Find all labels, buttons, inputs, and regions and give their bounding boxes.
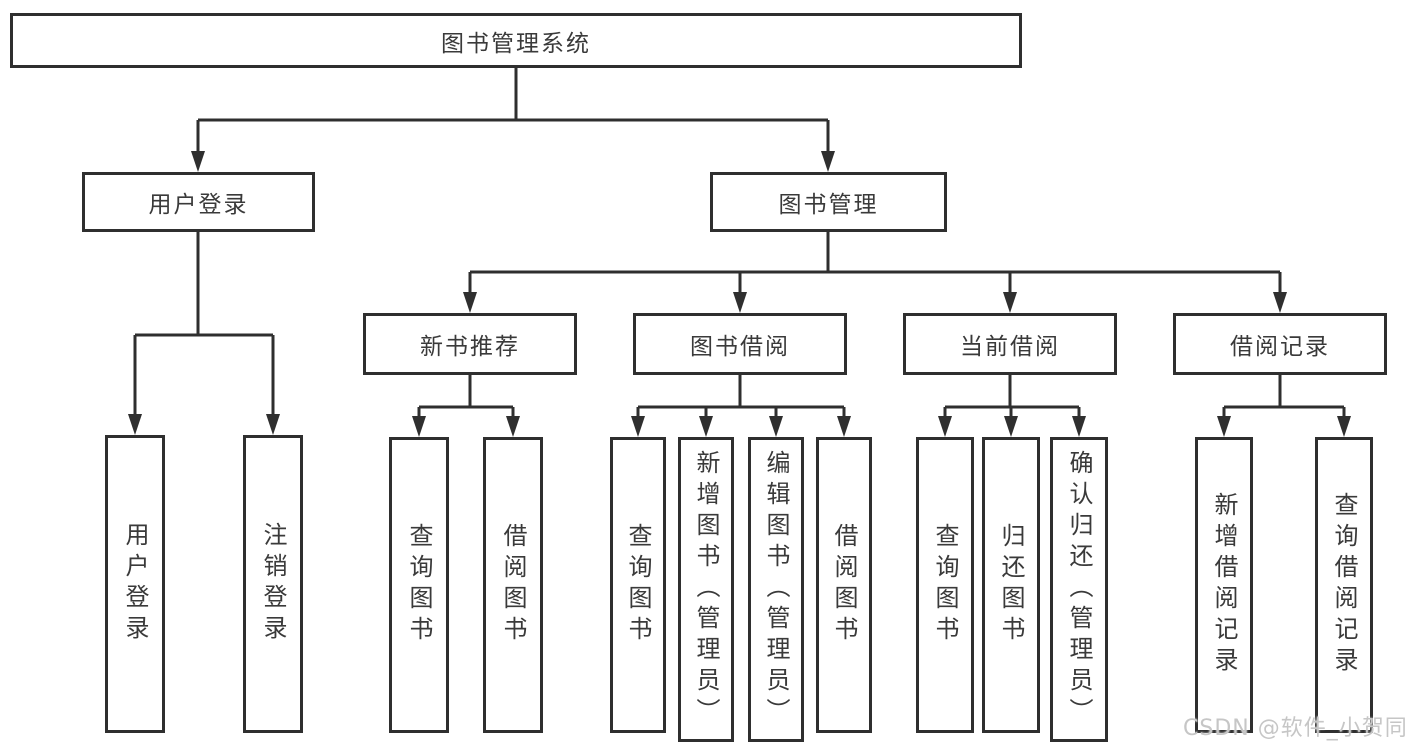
node-book-borrowing: 图书借阅 — [633, 313, 847, 375]
leaf-query-books-current: 查询图书 — [916, 437, 974, 733]
leaf-label: 归还图书 — [997, 523, 1025, 647]
leaf-logout: 注销登录 — [243, 435, 303, 733]
node-label: 图书借阅 — [690, 334, 790, 360]
leaf-query-books-borrow: 查询图书 — [610, 437, 666, 733]
node-label: 借阅记录 — [1230, 334, 1330, 360]
leaf-label: 查询图书 — [405, 523, 433, 647]
node-label: 图书管理系统 — [441, 30, 591, 57]
leaf-add-borrow-record: 新增借阅记录 — [1195, 437, 1253, 733]
leaf-label: 查询图书 — [624, 523, 652, 647]
leaf-return-books: 归还图书 — [982, 437, 1040, 733]
node-label: 新书推荐 — [420, 334, 520, 360]
leaf-borrow-books-recommend: 借阅图书 — [483, 437, 543, 733]
node-current-borrowing: 当前借阅 — [903, 313, 1117, 375]
watermark: CSDN @软件_小贺同学 — [1183, 716, 1405, 741]
leaf-label: 注销登录 — [259, 522, 287, 646]
node-user-login: 用户登录 — [82, 172, 315, 232]
node-label: 用户登录 — [148, 192, 249, 218]
leaf-query-borrow-record: 查询借阅记录 — [1315, 437, 1373, 733]
leaf-borrow-books-borrow: 借阅图书 — [816, 437, 872, 733]
node-book-management: 图书管理 — [710, 172, 947, 232]
leaf-edit-book-admin: 编辑图书（管理员） — [748, 437, 804, 742]
leaf-label: 查询借阅记录 — [1330, 492, 1358, 678]
node-borrowing-records: 借阅记录 — [1173, 313, 1387, 375]
node-library-management-system: 图书管理系统 — [10, 13, 1022, 68]
leaf-label: 新增图书（管理员） — [692, 450, 720, 729]
leaf-confirm-return-admin: 确认归还（管理员） — [1050, 437, 1108, 742]
node-label: 图书管理 — [778, 192, 879, 218]
leaf-label: 编辑图书（管理员） — [762, 450, 790, 729]
leaf-label: 新增借阅记录 — [1210, 492, 1238, 678]
leaf-query-books-recommend: 查询图书 — [389, 437, 449, 733]
leaf-label: 确认归还（管理员） — [1065, 450, 1093, 729]
node-label: 当前借阅 — [960, 334, 1060, 360]
node-new-book-recommendation: 新书推荐 — [363, 313, 577, 375]
leaf-label: 借阅图书 — [830, 523, 858, 647]
leaf-user-login: 用户登录 — [105, 435, 165, 733]
leaf-label: 用户登录 — [121, 522, 149, 646]
leaf-label: 借阅图书 — [499, 523, 527, 647]
leaf-label: 查询图书 — [931, 523, 959, 647]
leaf-add-book-admin: 新增图书（管理员） — [678, 437, 734, 742]
